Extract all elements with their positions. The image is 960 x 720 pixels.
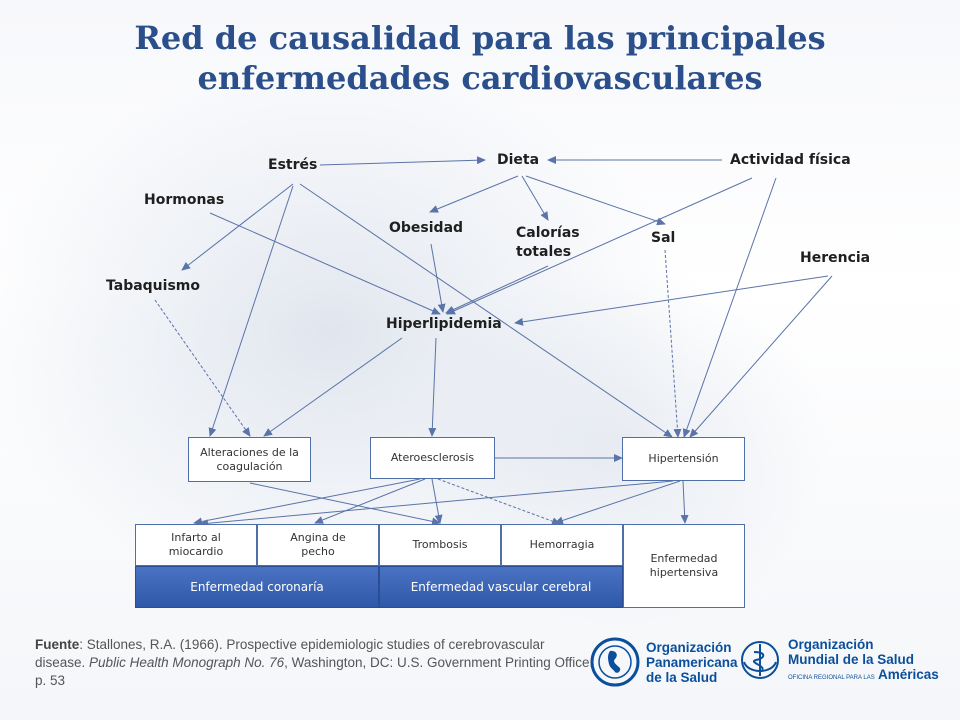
outcome-infarto: Infarto al miocardio	[135, 524, 257, 566]
arrow-group	[181, 156, 833, 528]
factor-calorias-totales: Calorías totales	[516, 225, 580, 260]
page-title: Red de causalidad para las principales e…	[134, 19, 826, 97]
arrow-obesidad-hiperlipidemia	[430, 243, 446, 313]
outcome-trombosis: Trombosis	[379, 524, 501, 566]
outcome-trombosis-label: Trombosis	[412, 538, 468, 551]
arrow-aterosclerosis-infarto	[193, 478, 421, 526]
oms-small-text: OFICINA REGIONAL PARA LAS	[788, 675, 875, 681]
mechanism-hipertension: Hipertensión	[622, 437, 745, 481]
group-enfermedad-vascular-cerebral: Enfermedad vascular cerebral	[379, 566, 623, 608]
source-text-2: , Washington, DC: U.S. Government Printi…	[35, 655, 594, 688]
arrow-actividad-hipertension	[682, 177, 777, 438]
ops-line-1: Organización	[646, 639, 732, 655]
arrow-herencia-hipertension	[689, 275, 833, 438]
oms-logo-text: Organización Mundial de la Salud OFICINA…	[788, 637, 939, 682]
arrow-aterosclerosis-angina	[314, 478, 426, 524]
arrow-hipertension-hemorragia	[554, 480, 681, 525]
source-italic: Public Health Monograph No. 76	[89, 655, 285, 670]
ops-logo: Organización Panamericana de la Salud	[590, 637, 738, 687]
ops-emblem-icon	[590, 637, 640, 687]
arrow-aterosclerosis-trombosis	[431, 478, 443, 524]
source-label: Fuente	[35, 637, 80, 652]
outcome-infarto-label: Infarto al miocardio	[168, 531, 224, 558]
mechanism-aterosclerosis: Ateroesclerosis	[370, 437, 495, 479]
oms-emblem-icon	[741, 640, 779, 679]
dashed-arrow-group	[154, 249, 682, 525]
mechanism-coagulacion: Alteraciones de la coagulación	[188, 437, 311, 482]
arrow-sal-hipertension	[664, 249, 682, 438]
factor-dieta: Dieta	[497, 152, 540, 168]
oms-logo: Organización Mundial de la Salud OFICINA…	[738, 637, 939, 682]
group-cerebral-label: Enfermedad vascular cerebral	[410, 580, 592, 594]
factor-estres: Estrés	[268, 157, 318, 173]
oms-line-1: Organización	[788, 637, 874, 652]
ops-line-2: Panamericana	[646, 654, 738, 670]
arrow-hipertension-infarto	[199, 480, 674, 528]
arrow-hipertension-hipertensiva	[680, 480, 689, 524]
group-enfermedad-coronaria: Enfermedad coronaría	[135, 566, 379, 608]
arrow-calorias-hiperlipidemia	[445, 265, 549, 314]
arrow-herencia-hiperlipidemia	[514, 275, 829, 326]
ops-line-3: de la Salud	[646, 669, 718, 685]
arrow-estres-tabaquismo	[181, 183, 294, 271]
source-citation: Fuente: Stallones, R.A. (1966). Prospect…	[35, 636, 595, 690]
oms-line-2: Mundial de la Salud	[788, 652, 915, 667]
mechanism-hipertension-label: Hipertensión	[648, 452, 719, 465]
arrow-estres-dieta	[319, 156, 486, 166]
arrow-coagulacion-trombosis	[249, 482, 441, 526]
mechanism-aterosclerosis-label: Ateroesclerosis	[390, 451, 475, 464]
arrow-estres-coagulacion	[208, 185, 294, 437]
factor-hormonas: Hormonas	[144, 192, 225, 208]
oms-region-line: OFICINA REGIONAL PARA LAS Américas	[788, 667, 939, 682]
outcome-hemorragia: Hemorragia	[501, 524, 623, 566]
outcome-hemorragia-label: Hemorragia	[529, 538, 595, 551]
arrow-estres-hipertension	[299, 183, 673, 438]
factor-obesidad: Obesidad	[389, 220, 464, 236]
outcome-enfermedad-hipertensiva: Enfermedad hipertensiva	[623, 524, 745, 608]
outcome-angina-label: Angina de pecho	[290, 531, 346, 558]
arrow-hormonas-hiperlipidemia	[209, 212, 441, 315]
arrow-hiperlipidemia-aterosclerosis	[428, 337, 437, 437]
arrow-aterosclerosis-hemorragia	[437, 478, 561, 525]
factor-hiperlipidemia: Hiperlipidemia	[386, 316, 502, 332]
arrow-actividad-hiperlipidemia	[446, 177, 753, 315]
oms-region: Américas	[877, 667, 939, 682]
group-coronaria-label: Enfermedad coronaría	[190, 580, 324, 594]
factor-sal: Sal	[651, 230, 676, 246]
arrow-dieta-obesidad	[429, 175, 519, 213]
ops-logo-text: Organización Panamericana de la Salud	[646, 640, 738, 685]
mechanism-coagulacion-label: Alteraciones de la coagulación	[200, 445, 299, 473]
factor-tabaquismo: Tabaquismo	[106, 278, 200, 294]
arrow-dieta-calorias	[521, 175, 549, 221]
factor-herencia: Herencia	[800, 250, 871, 266]
factor-actividad-fisica: Actividad física	[730, 152, 851, 168]
outcome-angina: Angina de pecho	[257, 524, 379, 566]
source-text-1: : Stallones, R.A. (1966). Prospective ep…	[35, 637, 545, 670]
outcome-hipertensiva-label: Enfermedad hipertensiva	[649, 552, 719, 579]
arrow-hiperlipidemia-coagulacion	[263, 337, 403, 437]
arrow-tabaquismo-coagulacion	[154, 299, 251, 437]
arrow-dieta-sal	[525, 175, 666, 226]
